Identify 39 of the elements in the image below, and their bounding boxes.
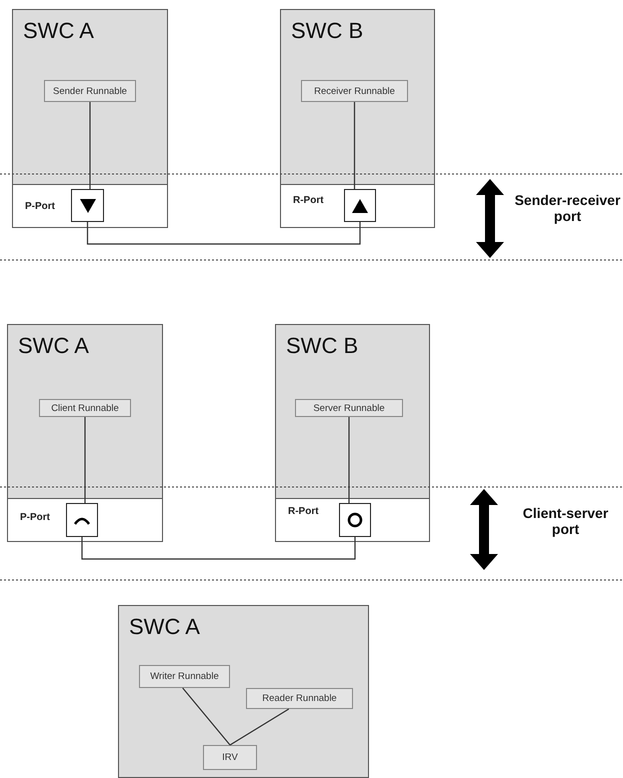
- runnable-box: Writer Runnable: [139, 665, 230, 688]
- port-box: [71, 189, 104, 222]
- component-title: SWC A: [18, 333, 89, 359]
- connector-line: [354, 102, 356, 189]
- runnable-box: Server Runnable: [295, 399, 403, 417]
- component-title: SWC A: [23, 18, 94, 44]
- port-band: [280, 184, 435, 228]
- port-label: R-Port: [288, 506, 319, 517]
- connector-line: [89, 102, 91, 189]
- runnable-box: Reader Runnable: [246, 688, 353, 709]
- port-label: P-Port: [25, 201, 55, 212]
- port-box: [339, 503, 371, 537]
- connector-line: [230, 708, 290, 746]
- port-type-label: Client-server port: [522, 505, 610, 537]
- port-band: [275, 498, 430, 542]
- component-box: [118, 605, 369, 778]
- runnable-box: Sender Runnable: [44, 80, 136, 102]
- runnable-box: IRV: [203, 745, 257, 770]
- component-box: [275, 324, 430, 542]
- port-box: [66, 503, 98, 537]
- component-title: SWC A: [129, 614, 200, 640]
- runnable-box: Receiver Runnable: [301, 80, 408, 102]
- port-label: R-Port: [293, 195, 324, 206]
- component-box: [280, 9, 435, 228]
- port-box: [344, 189, 376, 222]
- port-band: [7, 498, 163, 542]
- component-box: [7, 324, 163, 542]
- port-band: [12, 184, 168, 228]
- connector-line: [81, 537, 356, 560]
- component-box: [12, 9, 168, 228]
- port-label: P-Port: [20, 512, 50, 523]
- connector-line: [348, 417, 350, 503]
- port-type-label: Sender-receiver port: [514, 192, 622, 224]
- component-title: SWC B: [286, 333, 358, 359]
- connector-line: [182, 688, 230, 746]
- connector-line: [84, 417, 86, 503]
- runnable-box: Client Runnable: [39, 399, 131, 417]
- component-title: SWC B: [291, 18, 364, 44]
- connector-line: [86, 222, 361, 245]
